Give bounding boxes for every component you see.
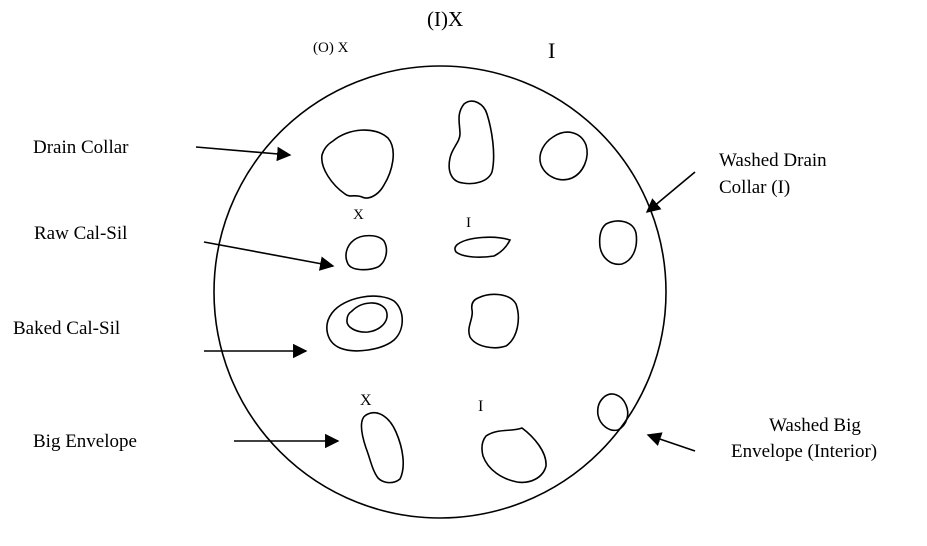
label-washed-drain-collar-line2: Collar (I) <box>719 177 790 198</box>
sample-washed-big-envelope <box>596 393 629 432</box>
sample-baked-cal-sil-inner <box>346 302 388 333</box>
marker-top-right: I <box>548 38 555 63</box>
label-raw-cal-sil: Raw Cal-Sil <box>34 223 127 244</box>
sample-washed-drain-collar <box>598 220 638 266</box>
sample-holder-circle <box>213 65 667 519</box>
arrow-raw-cal-sil <box>203 241 335 271</box>
sample-row1-center <box>448 100 495 185</box>
label-washed-drain-collar-line1: Washed Drain <box>719 150 827 171</box>
label-washed-big-envelope-line1: Washed Big <box>769 415 861 436</box>
arrow-washed-drain-collar <box>645 171 696 213</box>
marker-row4-x: X <box>360 392 372 409</box>
marker-row4-i: I <box>478 398 483 415</box>
arrow-washed-big-envelope <box>646 432 696 452</box>
marker-row2-i: I <box>466 215 471 231</box>
label-big-envelope: Big Envelope <box>33 431 137 452</box>
marker-top-center: (I)X <box>427 7 463 31</box>
marker-top-left: (O) X <box>313 40 349 56</box>
sample-row4-center <box>481 427 547 484</box>
sample-drain-collar <box>321 129 395 199</box>
label-baked-cal-sil: Baked Cal-Sil <box>13 318 120 339</box>
sample-row3-center <box>468 293 520 349</box>
arrow-drain-collar <box>195 146 292 162</box>
sample-baked-cal-sil-outer <box>326 295 404 352</box>
sample-row2-center <box>454 236 512 258</box>
label-drain-collar: Drain Collar <box>33 137 129 158</box>
label-washed-big-envelope-line2: Envelope (Interior) <box>731 441 877 462</box>
sample-big-envelope <box>360 411 405 484</box>
marker-row2-x: X <box>353 207 364 223</box>
sample-raw-cal-sil <box>345 234 388 271</box>
sample-row1-right <box>539 131 588 181</box>
